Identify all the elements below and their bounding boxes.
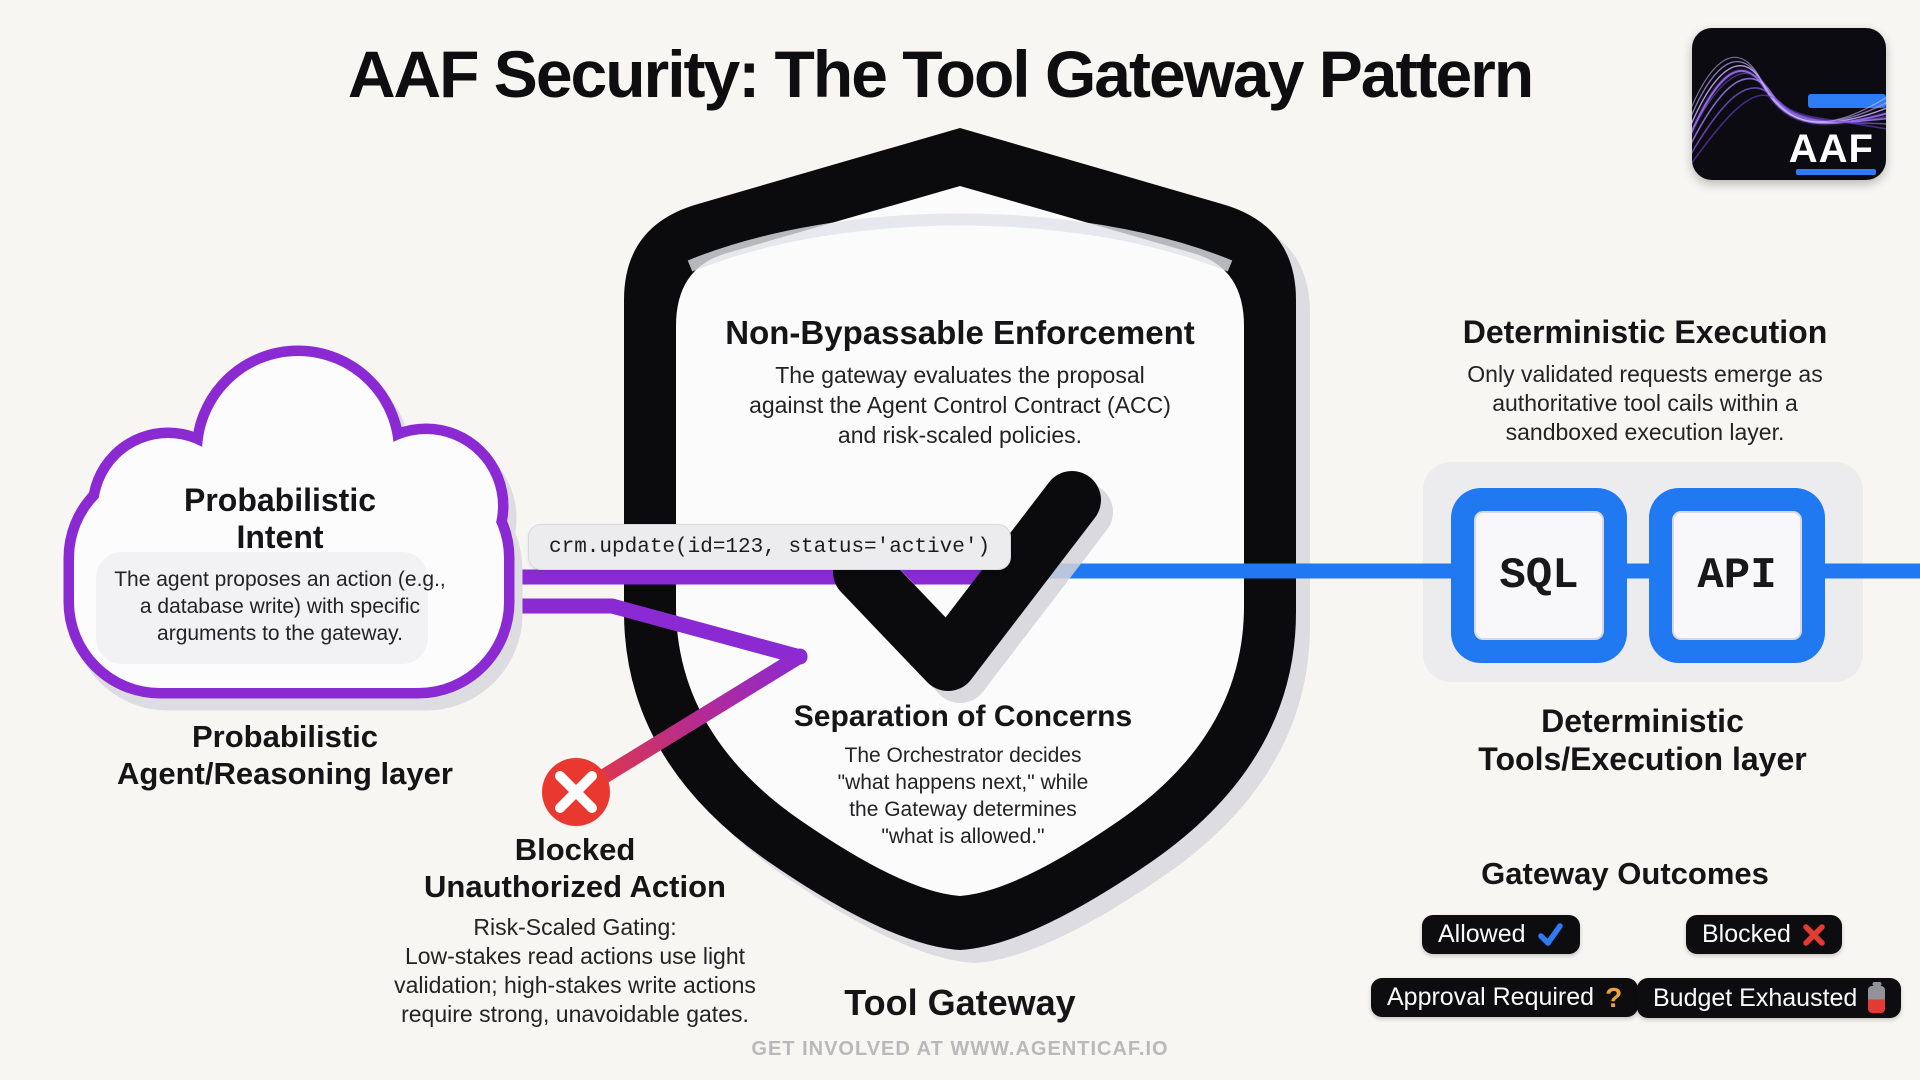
gateway-outcomes-title: Gateway Outcomes (1481, 856, 1769, 891)
separation-body: The Orchestrator decides "what happens n… (713, 742, 1213, 850)
logo-waves-icon (1692, 56, 1886, 165)
logo-blue-bar (1808, 94, 1886, 108)
badge-budget-label: Budget Exhausted (1653, 983, 1858, 1012)
badge-approval-required: Approval Required ? (1371, 978, 1639, 1017)
blocked-body-line: Low-stakes read actions use light (404, 943, 746, 969)
tool-gateway-label: Tool Gateway (844, 982, 1076, 1023)
badge-blocked-label: Blocked (1702, 920, 1791, 948)
checkmark-icon (833, 471, 1101, 691)
footer-text: GET INVOLVED AT WWW.AGENTICAF.IO (751, 1038, 1169, 1060)
agent-layer-line: Probabilistic (191, 719, 379, 754)
battery-low-icon (1868, 986, 1886, 1013)
cloud-title-line: Intent (236, 519, 324, 555)
enforcement-title: Non-Bypassable Enforcement (725, 314, 1195, 351)
enforcement-body: The gateway evaluates the proposal again… (700, 360, 1220, 450)
badge-budget-exhausted: Budget Exhausted (1637, 978, 1902, 1018)
execution-body: Only validated requests emerge as author… (1395, 360, 1895, 447)
enforcement-line: The gateway evaluates the proposal (775, 362, 1145, 388)
blocked-title-line: Blocked (514, 832, 636, 867)
blocked-line (577, 648, 808, 796)
api-label: API (1697, 550, 1777, 601)
badge-approval-label: Approval Required (1387, 983, 1595, 1011)
blocked-x-icon (542, 758, 610, 826)
blocked-body-line: Risk-Scaled Gating: (473, 914, 677, 940)
page-title: AAF Security: The Tool Gateway Pattern (347, 37, 1534, 111)
cloud-title: Probabilistic Intent (90, 482, 470, 556)
question-icon: ? (1605, 981, 1623, 1013)
enforcement-line: and risk-scaled policies. (837, 422, 1083, 448)
execution-title: Deterministic Execution (1462, 314, 1828, 350)
cloud-body: The agent proposes an action (e.g., a da… (70, 566, 490, 647)
sql-label: SQL (1499, 550, 1579, 601)
execution-layer-label: Deterministic Tools/Execution layer (1385, 702, 1900, 778)
execution-body-line: sandboxed execution layer. (1505, 419, 1785, 445)
logo-brand: AAF (1788, 127, 1874, 171)
separation-line: "what is allowed." (881, 825, 1045, 848)
cloud-body-line: The agent proposes an action (e.g., (114, 568, 446, 591)
separation-title: Separation of Concerns (793, 700, 1133, 733)
blocked-body-line: validation; high-stakes write actions (394, 972, 756, 998)
enforcement-line: against the Agent Control Contract (ACC) (749, 392, 1171, 418)
execution-layer-line: Tools/Execution layer (1478, 741, 1807, 777)
separation-line: The Orchestrator decides (844, 744, 1082, 767)
blocked-title-line: Unauthorized Action (424, 869, 726, 904)
cloud-title-line: Probabilistic (183, 482, 377, 518)
separation-line: the Gateway determines (849, 798, 1077, 821)
cloud-body-line: a database write) with specific (139, 595, 421, 618)
execution-body-line: authoritative tool cails within a (1492, 390, 1798, 416)
blocked-body-line: require strong, unavoidable gates. (401, 1001, 749, 1027)
execution-layer-line: Deterministic (1541, 703, 1744, 739)
badge-allowed-label: Allowed (1438, 920, 1526, 948)
separation-line: "what happens next," while (837, 771, 1089, 794)
cloud-body-line: arguments to the gateway. (157, 622, 403, 645)
shield-bevel (687, 213, 1233, 272)
execution-body-line: Only validated requests emerge as (1467, 361, 1823, 387)
cloud-text-panel (96, 552, 428, 664)
aaf-logo: AAF (1692, 28, 1886, 180)
api-box (1649, 488, 1825, 663)
badge-blocked: Blocked (1686, 915, 1842, 954)
badge-allowed: Allowed (1422, 915, 1580, 954)
check-icon (1537, 923, 1563, 946)
proposal-code-pill: crm.update(id=123, status='active') (528, 524, 1012, 570)
agent-layer-label: Probabilistic Agent/Reasoning layer (25, 718, 545, 792)
sql-box (1451, 488, 1627, 663)
agent-layer-line: Agent/Reasoning layer (117, 756, 453, 791)
x-icon (1803, 923, 1825, 946)
blocked-body: Risk-Scaled Gating: Low-stakes read acti… (315, 913, 835, 1029)
logo-underline (1796, 169, 1876, 175)
blocked-title: Blocked Unauthorized Action (345, 831, 805, 905)
